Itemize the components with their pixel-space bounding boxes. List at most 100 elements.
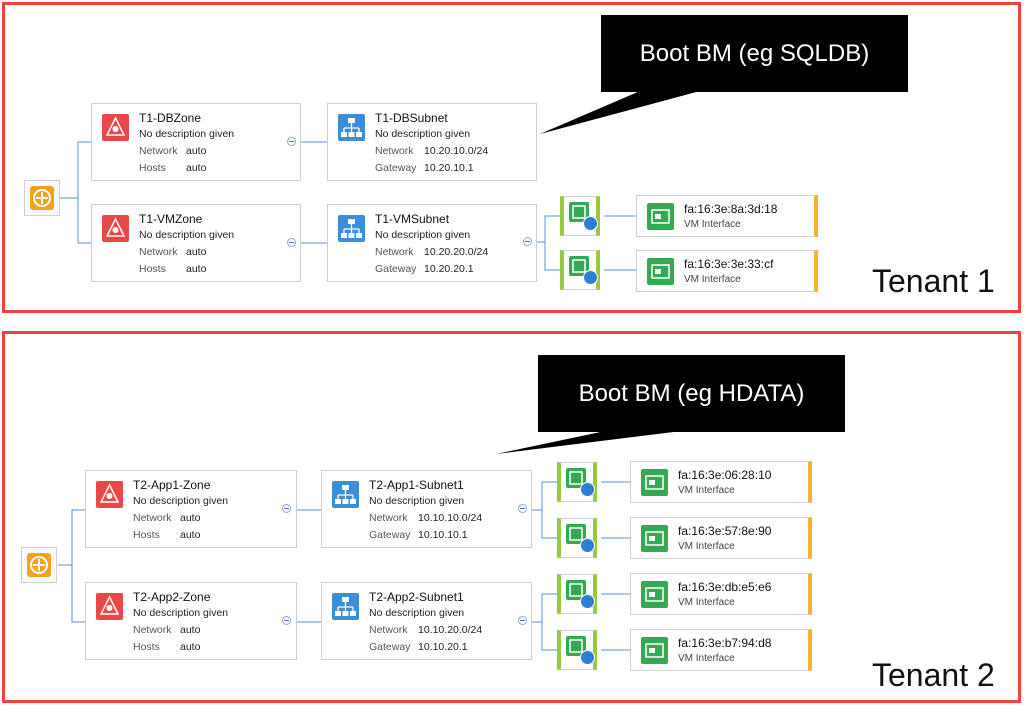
subnet-gateway-value: 10.10.10.1	[418, 529, 468, 541]
zone-network-value: auto	[186, 246, 207, 258]
vport-node[interactable]	[560, 250, 600, 290]
subnet-card[interactable]: T2-App1-Subnet1 No description given Net…	[321, 470, 532, 548]
subnet-title: T2-App2-Subnet1	[369, 590, 464, 604]
subnet-icon	[338, 215, 365, 242]
zone-card[interactable]: T2-App1-Zone No description given Networ…	[85, 470, 297, 548]
nic-icon	[641, 469, 668, 496]
subnet-gateway-value: 10.20.20.1	[424, 263, 474, 275]
vport-node[interactable]	[557, 462, 597, 502]
callout-tenant-2: Boot BM (eg HDATA)	[538, 355, 845, 432]
check-icon	[580, 594, 595, 609]
zone-hosts-value: auto	[186, 162, 207, 174]
vport-node[interactable]	[557, 518, 597, 558]
subnet-description: No description given	[375, 128, 471, 140]
subnet-card[interactable]: T2-App2-Subnet1 No description given Net…	[321, 582, 532, 660]
zone-card[interactable]: T2-App2-Zone No description given Networ…	[85, 582, 297, 660]
subnet-network-label: Network	[369, 512, 408, 524]
vport-node[interactable]	[560, 196, 600, 236]
zone-card[interactable]: T1-VMZone No description given Network a…	[91, 204, 301, 282]
vport-node[interactable]	[557, 574, 597, 614]
subnet-gateway-label: Gateway	[369, 641, 411, 653]
zone-icon	[102, 114, 129, 141]
vm-interface-mac: fa:16:3e:b7:94:d8	[678, 636, 772, 650]
collapse-toggle[interactable]	[518, 504, 527, 513]
collapse-toggle[interactable]	[518, 616, 527, 625]
zone-network-value: auto	[180, 624, 201, 636]
vm-interface-card[interactable]: fa:16:3e:db:e5:e6 VM Interface	[630, 573, 812, 615]
nic-icon	[641, 525, 668, 552]
subnet-card[interactable]: T1-VMSubnet No description given Network…	[327, 204, 537, 282]
vm-interface-type: VM Interface	[678, 597, 735, 608]
vm-interface-card[interactable]: fa:16:3e:b7:94:d8 VM Interface	[630, 629, 812, 671]
subnet-icon	[338, 114, 365, 141]
zone-description: No description given	[139, 229, 235, 241]
zone-hosts-label: Hosts	[139, 162, 166, 174]
vport-icon	[566, 524, 586, 544]
zone-icon	[102, 215, 129, 242]
zone-description: No description given	[133, 607, 229, 619]
zone-hosts-value: auto	[180, 529, 201, 541]
vm-interface-card[interactable]: fa:16:3e:06:28:10 VM Interface	[630, 461, 812, 503]
vm-interface-type: VM Interface	[678, 541, 735, 552]
callout-pointer-1	[540, 91, 700, 134]
vport-icon	[566, 636, 586, 656]
zone-title: T1-VMZone	[139, 212, 203, 226]
vm-interface-type: VM Interface	[684, 274, 741, 285]
tenant-2-frame	[2, 331, 1021, 703]
check-icon	[580, 538, 595, 553]
subnet-title: T1-DBSubnet	[375, 111, 448, 125]
collapse-toggle[interactable]	[523, 237, 532, 246]
subnet-network-value: 10.20.20.0/24	[424, 246, 489, 258]
check-icon	[580, 482, 595, 497]
subnet-title: T1-VMSubnet	[375, 212, 450, 226]
subnet-gateway-label: Gateway	[369, 529, 411, 541]
vm-interface-type: VM Interface	[678, 485, 735, 496]
check-icon	[580, 650, 595, 665]
subnet-network-label: Network	[375, 145, 414, 157]
zone-icon	[96, 481, 123, 508]
vm-interface-mac: fa:16:3e:06:28:10	[678, 468, 772, 482]
vm-interface-type: VM Interface	[678, 653, 735, 664]
subnet-description: No description given	[369, 607, 465, 619]
vm-interface-card[interactable]: fa:16:3e:8a:3d:18 VM Interface	[636, 195, 818, 237]
nic-icon	[641, 637, 668, 664]
router-icon	[30, 186, 54, 210]
callout-pointer-2	[496, 430, 690, 454]
subnet-network-label: Network	[375, 246, 414, 258]
check-icon	[583, 216, 598, 231]
tenant-1-frame	[2, 2, 1021, 313]
subnet-description: No description given	[375, 229, 471, 241]
nic-icon	[641, 581, 668, 608]
zone-title: T2-App2-Zone	[133, 590, 211, 604]
zone-icon	[96, 593, 123, 620]
vm-interface-type: VM Interface	[684, 219, 741, 230]
router-tenant-1[interactable]	[24, 180, 60, 216]
nic-icon	[647, 203, 674, 230]
subnet-icon	[332, 593, 359, 620]
zone-hosts-label: Hosts	[133, 529, 160, 541]
vm-interface-card[interactable]: fa:16:3e:3e:33:cf VM Interface	[636, 250, 818, 292]
vm-interface-mac: fa:16:3e:db:e5:e6	[678, 580, 772, 594]
zone-hosts-label: Hosts	[133, 641, 160, 653]
vport-icon	[566, 580, 586, 600]
vport-icon	[569, 256, 589, 276]
subnet-card[interactable]: T1-DBSubnet No description given Network…	[327, 103, 537, 181]
vm-interface-card[interactable]: fa:16:3e:57:8e:90 VM Interface	[630, 517, 812, 559]
subnet-gateway-value: 10.20.10.1	[424, 162, 474, 174]
zone-network-label: Network	[133, 512, 172, 524]
vport-node[interactable]	[557, 630, 597, 670]
collapse-toggle[interactable]	[282, 504, 291, 513]
collapse-toggle[interactable]	[282, 616, 291, 625]
router-tenant-2[interactable]	[21, 547, 57, 583]
collapse-toggle[interactable]	[287, 137, 296, 146]
zone-title: T1-DBZone	[139, 111, 202, 125]
subnet-title: T2-App1-Subnet1	[369, 478, 464, 492]
zone-card[interactable]: T1-DBZone No description given Network a…	[91, 103, 301, 181]
collapse-toggle[interactable]	[287, 238, 296, 247]
subnet-network-value: 10.10.10.0/24	[418, 512, 483, 524]
zone-network-value: auto	[186, 145, 207, 157]
router-icon	[27, 553, 51, 577]
vm-interface-mac: fa:16:3e:57:8e:90	[678, 524, 772, 538]
zone-description: No description given	[133, 495, 229, 507]
